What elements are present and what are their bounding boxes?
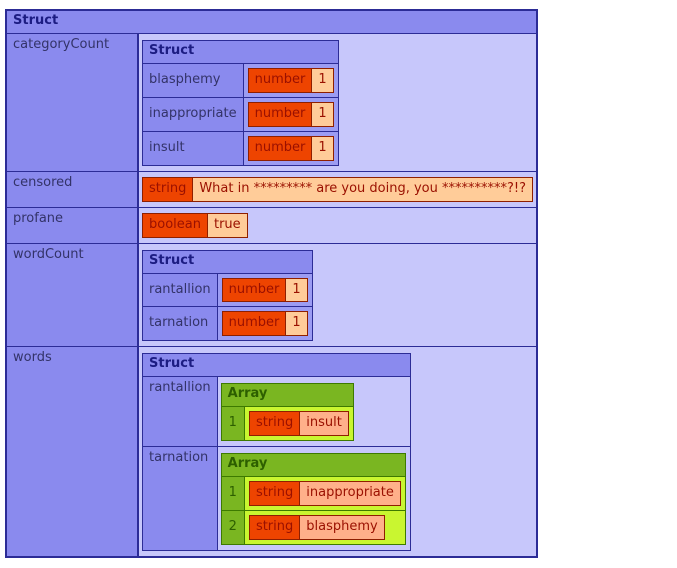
table-row: blasphemy number 1 (142, 62, 339, 98)
badge-value: inappropriate (299, 482, 400, 506)
string-badge: string inappropriate (248, 481, 401, 507)
badge-type-label: number (222, 312, 286, 336)
badge-type-label: string (143, 177, 193, 201)
field-value-insult: number 1 (242, 130, 339, 166)
table-row: rantallion Array 1 (142, 376, 411, 448)
table-row: insult number 1 (142, 130, 339, 166)
array-header-row: Array (220, 383, 354, 408)
table-row: 1 string insult (220, 406, 354, 442)
array-value-cell: string insult (243, 406, 354, 442)
categorycount-struct-table: Struct blasphemy number 1 (142, 39, 339, 166)
badge-value: 1 (311, 68, 333, 92)
string-badge: string insult (248, 411, 349, 437)
array-value-cell: string blasphemy (243, 510, 406, 545)
badge-type-label: number (222, 278, 286, 302)
badge-value: What in ********* are you doing, you ***… (192, 177, 533, 201)
field-key-words-tarnation: tarnation (142, 446, 218, 551)
table-row: wordCount Struct rantallion number (5, 242, 538, 348)
field-key-inappropriate: inappropriate (142, 96, 244, 132)
string-badge: string blasphemy (248, 515, 385, 540)
field-key-words: words (5, 346, 139, 558)
struct-type-header: Struct (142, 249, 313, 274)
badge-value: blasphemy (299, 516, 384, 539)
tarnation-array-table: Array 1 string inappro (220, 453, 406, 545)
field-key-censored: censored (5, 170, 139, 208)
number-badge: number 1 (247, 67, 334, 93)
badge-type-label: string (249, 516, 300, 539)
struct-viewer: Struct categoryCount Struct blasphemy (5, 9, 539, 558)
words-struct-table: Struct rantallion Array (142, 353, 411, 551)
field-value-categorycount: Struct blasphemy number 1 (137, 32, 538, 172)
table-row: 1 string inappropriate (220, 476, 406, 512)
number-badge: number 1 (247, 101, 334, 127)
badge-value: 1 (311, 136, 333, 160)
field-value-words: Struct rantallion Array (137, 346, 538, 558)
rantallion-array-table: Array 1 string insult (220, 383, 354, 442)
badge-type-label: string (249, 482, 300, 506)
field-key-rantallion: rantallion (142, 272, 218, 308)
root-struct-table: Struct categoryCount Struct blasphemy (5, 9, 539, 558)
struct-header-row: Struct (142, 249, 313, 274)
badge-type-label: number (248, 102, 312, 126)
table-row: inappropriate number 1 (142, 96, 339, 132)
struct-type-header: Struct (142, 353, 411, 378)
table-row: categoryCount Struct blasphemy num (5, 32, 538, 172)
field-key-blasphemy: blasphemy (142, 62, 244, 98)
table-row: tarnation number 1 (142, 306, 313, 342)
table-row: censored string What in ********* are yo… (5, 170, 538, 208)
wordcount-struct-table: Struct rantallion number 1 (142, 249, 313, 342)
table-row: rantallion number 1 (142, 272, 313, 308)
field-key-insult: insult (142, 130, 244, 166)
array-header-row: Array (220, 453, 406, 478)
field-key-categorycount: categoryCount (5, 32, 139, 172)
badge-value: 1 (285, 278, 307, 302)
table-row: tarnation Array 1 (142, 446, 411, 551)
number-badge: number 1 (247, 135, 334, 161)
field-value-words-rantallion: Array 1 string insult (216, 376, 411, 448)
badge-type-label: boolean (143, 213, 207, 237)
struct-type-header: Struct (5, 9, 538, 34)
table-row: 2 string blasphemy (220, 510, 406, 545)
number-badge: number 1 (221, 311, 308, 337)
string-badge: string What in ********* are you doing, … (142, 176, 534, 202)
field-key-words-rantallion: rantallion (142, 376, 218, 448)
array-type-header: Array (220, 453, 406, 478)
array-value-cell: string inappropriate (243, 476, 406, 512)
field-key-tarnation: tarnation (142, 306, 218, 342)
field-value-tarnation: number 1 (216, 306, 313, 342)
number-badge: number 1 (221, 277, 308, 303)
field-value-rantallion: number 1 (216, 272, 313, 308)
field-key-wordcount: wordCount (5, 242, 139, 348)
array-index: 1 (220, 406, 245, 442)
field-value-words-tarnation: Array 1 string inappro (216, 446, 411, 551)
array-index: 1 (220, 476, 245, 512)
field-value-blasphemy: number 1 (242, 62, 339, 98)
struct-header-row: Struct (142, 39, 339, 64)
badge-value: 1 (285, 312, 307, 336)
field-value-wordcount: Struct rantallion number 1 (137, 242, 538, 348)
struct-type-header: Struct (142, 39, 339, 64)
badge-value: true (206, 213, 247, 237)
badge-type-label: string (249, 412, 300, 436)
badge-type-label: number (248, 68, 312, 92)
badge-value: insult (299, 412, 348, 436)
field-value-censored: string What in ********* are you doing, … (137, 170, 538, 208)
field-value-profane: boolean true (137, 206, 538, 244)
boolean-badge: boolean true (142, 212, 248, 238)
field-value-inappropriate: number 1 (242, 96, 339, 132)
badge-value: 1 (311, 102, 333, 126)
struct-header-row: Struct (142, 353, 411, 378)
table-row: words Struct rantallion (5, 346, 538, 558)
array-index: 2 (220, 510, 245, 545)
badge-type-label: number (248, 136, 312, 160)
array-type-header: Array (220, 383, 354, 408)
table-row: profane boolean true (5, 206, 538, 244)
struct-header-row: Struct (5, 9, 538, 34)
field-key-profane: profane (5, 206, 139, 244)
